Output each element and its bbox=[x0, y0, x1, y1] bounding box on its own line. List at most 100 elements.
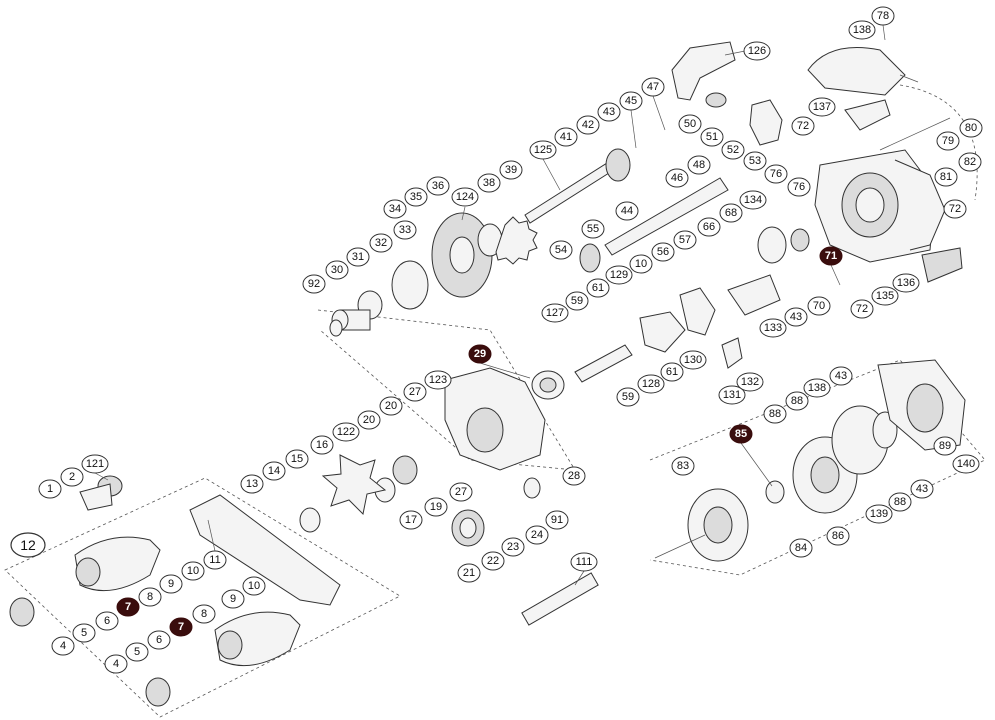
part-callout: 19 bbox=[424, 497, 448, 517]
part-number: 122 bbox=[337, 426, 355, 438]
part-callout: 31 bbox=[346, 247, 370, 267]
part-callout: 10 bbox=[181, 561, 205, 581]
part-callout: 1 bbox=[38, 479, 62, 499]
part-number: 59 bbox=[622, 391, 634, 403]
part-callout: 5 bbox=[72, 623, 96, 643]
part-callout: 130 bbox=[679, 350, 707, 370]
part-callout: 84 bbox=[789, 538, 813, 558]
part-callout: 121 bbox=[81, 454, 109, 474]
part-number: 23 bbox=[507, 541, 519, 553]
part-callout: 51 bbox=[700, 127, 724, 147]
part-number: 8 bbox=[147, 591, 153, 603]
part-number: 136 bbox=[897, 277, 915, 289]
part-number: 5 bbox=[134, 646, 140, 658]
part-callout: 22 bbox=[481, 551, 505, 571]
part-number: 9 bbox=[230, 593, 236, 605]
part-number: 44 bbox=[621, 205, 633, 217]
part-callout: 81 bbox=[934, 167, 958, 187]
thumb-bar bbox=[671, 41, 736, 101]
worm-shaft bbox=[604, 177, 729, 256]
part-number: 46 bbox=[671, 172, 683, 184]
part-callout: 126 bbox=[743, 41, 771, 61]
part-number: 52 bbox=[727, 144, 739, 156]
part-number: 126 bbox=[748, 45, 766, 57]
part-number: 138 bbox=[808, 382, 826, 394]
part-number: 86 bbox=[832, 530, 844, 542]
part-callout: 131 bbox=[718, 385, 746, 405]
part-number: 70 bbox=[813, 300, 825, 312]
part-number: 72 bbox=[797, 120, 809, 132]
part-number: 4 bbox=[113, 658, 119, 670]
part-callout: 43 bbox=[910, 479, 934, 499]
part-callout: 6 bbox=[95, 611, 119, 631]
part-callout: 111 bbox=[570, 552, 598, 572]
part-callout: 4 bbox=[104, 654, 128, 674]
star-drag bbox=[321, 454, 387, 516]
part-callout: 15 bbox=[285, 449, 309, 469]
part-callout: 125 bbox=[529, 140, 557, 160]
part-number: 17 bbox=[405, 514, 417, 526]
part-number: 139 bbox=[870, 508, 888, 520]
part-number: 7 bbox=[178, 621, 184, 633]
cast-control-cap bbox=[451, 509, 485, 547]
spool-bearing bbox=[765, 480, 785, 504]
pawl-cam bbox=[679, 287, 716, 336]
part-callout: 28 bbox=[562, 466, 586, 486]
part-number: 16 bbox=[316, 439, 328, 451]
part-callout: 76 bbox=[764, 164, 788, 184]
pinion-gear bbox=[605, 148, 631, 182]
part-number: 132 bbox=[741, 376, 759, 388]
part-callout: 13 bbox=[240, 474, 264, 494]
part-callout: 6 bbox=[147, 630, 171, 650]
part-callout: 57 bbox=[673, 230, 697, 250]
part-number: 131 bbox=[723, 389, 741, 401]
part-callout: 2 bbox=[60, 467, 84, 487]
part-callout: 91 bbox=[545, 510, 569, 530]
part-callout: 9 bbox=[159, 574, 183, 594]
part-callout: 10 bbox=[242, 576, 266, 596]
e-clip bbox=[329, 319, 343, 337]
part-callout: 78 bbox=[871, 6, 895, 26]
part-callout: 122 bbox=[332, 422, 360, 442]
part-callout: 35 bbox=[404, 187, 428, 207]
part-callout: 54 bbox=[549, 240, 573, 260]
part-callout: 41 bbox=[554, 127, 578, 147]
part-callout: 137 bbox=[808, 97, 836, 117]
part-callout: 85 bbox=[729, 424, 753, 444]
part-callout: 80 bbox=[959, 118, 983, 138]
part-callout: 72 bbox=[943, 199, 967, 219]
part-number: 133 bbox=[764, 322, 782, 334]
part-callout: 88 bbox=[763, 404, 787, 424]
level-wind-bracket bbox=[844, 99, 891, 131]
part-callout: 68 bbox=[719, 203, 743, 223]
handle-washer bbox=[299, 507, 321, 533]
part-number: 128 bbox=[642, 378, 660, 390]
part-callout: 55 bbox=[581, 219, 605, 239]
part-callout: 17 bbox=[399, 510, 423, 530]
part-callout: 8 bbox=[138, 587, 162, 607]
clutch-yoke bbox=[639, 311, 686, 353]
main-gear bbox=[431, 212, 493, 298]
part-callout: 129 bbox=[605, 265, 633, 285]
part-number: 68 bbox=[725, 207, 737, 219]
part-callout: 136 bbox=[892, 273, 920, 293]
part-callout: 10 bbox=[629, 254, 653, 274]
part-callout: 88 bbox=[785, 391, 809, 411]
part-number: 5 bbox=[81, 627, 87, 639]
part-number: 31 bbox=[352, 251, 364, 263]
part-callout: 42 bbox=[576, 115, 600, 135]
part-number: 19 bbox=[430, 501, 442, 513]
part-number: 20 bbox=[385, 400, 397, 412]
part-callout: 140 bbox=[952, 454, 980, 474]
part-number: 127 bbox=[546, 307, 564, 319]
part-callout: 76 bbox=[787, 177, 811, 197]
part-callout: 11 bbox=[203, 550, 227, 570]
handle-knob-upper bbox=[74, 536, 161, 592]
part-callout: 16 bbox=[310, 435, 334, 455]
part-number: 8 bbox=[201, 608, 207, 620]
part-number: 14 bbox=[268, 465, 280, 477]
part-number: 2 bbox=[69, 471, 75, 483]
part-number: 123 bbox=[429, 374, 447, 386]
